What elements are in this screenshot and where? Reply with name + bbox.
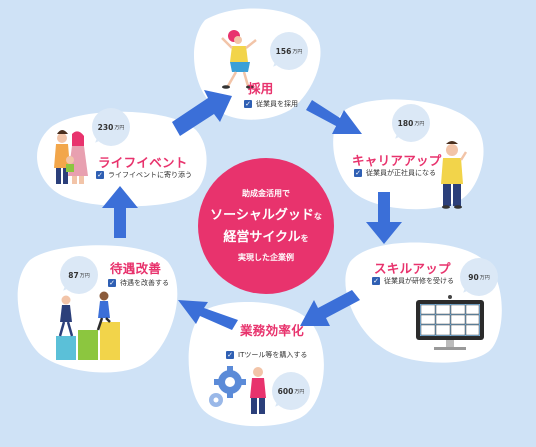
check-icon: ✓ xyxy=(226,351,234,359)
price-unit: 万円 xyxy=(114,124,125,131)
step-title-skill: スキルアップ xyxy=(374,261,451,276)
check-icon: ✓ xyxy=(372,277,380,285)
caption-text: 従業員が正社員になる xyxy=(366,169,436,177)
price-value: 90 xyxy=(468,272,479,282)
arrow-treatment-to-life xyxy=(102,186,138,238)
arrow-career-to-skill xyxy=(366,192,402,244)
center-line-2: ソーシャルグッドな xyxy=(198,204,334,223)
step-caption-efficiency: ✓ ITツール等を購入する xyxy=(226,350,307,360)
step-title-career: キャリアアップ xyxy=(352,153,442,168)
step-title-lifeevent: ライフイベント xyxy=(98,155,188,170)
arrow-efficiency-to-treatment xyxy=(178,300,238,330)
center-line-2-suffix: な xyxy=(313,212,322,221)
step-caption-skill: ✓ 従業員が研修を受ける xyxy=(372,276,454,286)
step-caption-saiyo: ✓ 従業員を採用 xyxy=(244,99,298,109)
center-circle: 助成金活用で ソーシャルグッドな 経営サイクルを 実現した企業例 xyxy=(198,158,334,294)
caption-text: 待遇を改善する xyxy=(120,279,169,287)
arrow-life-to-saiyo xyxy=(172,90,232,136)
check-icon: ✓ xyxy=(96,171,104,179)
price-value: 87 xyxy=(68,270,79,280)
check-icon: ✓ xyxy=(354,169,362,177)
step-caption-treatment: ✓ 待遇を改善する xyxy=(108,278,169,288)
price-value: 230 xyxy=(97,122,114,132)
arrow-skill-to-efficiency xyxy=(300,290,360,326)
illustration-treatment-podium xyxy=(56,291,120,360)
price-value: 600 xyxy=(277,386,294,396)
price-unit: 万円 xyxy=(414,120,425,127)
check-icon: ✓ xyxy=(108,279,116,287)
price-value: 180 xyxy=(397,118,414,128)
price-unit: 万円 xyxy=(79,272,90,279)
center-line-2-main: ソーシャルグッド xyxy=(210,208,314,223)
illustration-career-man xyxy=(441,141,468,209)
price-value: 156 xyxy=(275,46,292,56)
price-unit: 万円 xyxy=(292,48,303,55)
caption-text: ライフイベントに寄り添う xyxy=(108,171,192,179)
step-title-saiyo: 採用 xyxy=(248,81,274,96)
center-line-3-suffix: を xyxy=(300,234,309,243)
illustration-hire-woman xyxy=(221,30,257,89)
caption-text: 従業員が研修を受ける xyxy=(384,277,454,285)
step-title-efficiency: 業務効率化 xyxy=(240,323,305,338)
check-icon: ✓ xyxy=(244,100,252,108)
center-line-4: 実現した企業例 xyxy=(238,253,294,262)
illustration-life-family xyxy=(54,130,88,184)
price-unit: 万円 xyxy=(479,274,490,281)
arrow-saiyo-to-career xyxy=(306,100,362,134)
center-line-3: 経営サイクルを xyxy=(198,226,334,245)
caption-text: ITツール等を購入する xyxy=(238,351,308,359)
step-title-treatment: 待遇改善 xyxy=(110,261,162,276)
center-line-1: 助成金活用で xyxy=(242,189,290,198)
step-caption-lifeevent: ✓ ライフイベントに寄り添う xyxy=(96,170,192,180)
illustration-video-call xyxy=(416,295,484,350)
caption-text: 従業員を採用 xyxy=(256,100,298,108)
step-caption-career: ✓ 従業員が正社員になる xyxy=(354,168,436,178)
price-unit: 万円 xyxy=(294,388,305,395)
illustration-efficiency-gear xyxy=(209,366,266,414)
center-line-3-main: 経営サイクル xyxy=(223,230,301,245)
